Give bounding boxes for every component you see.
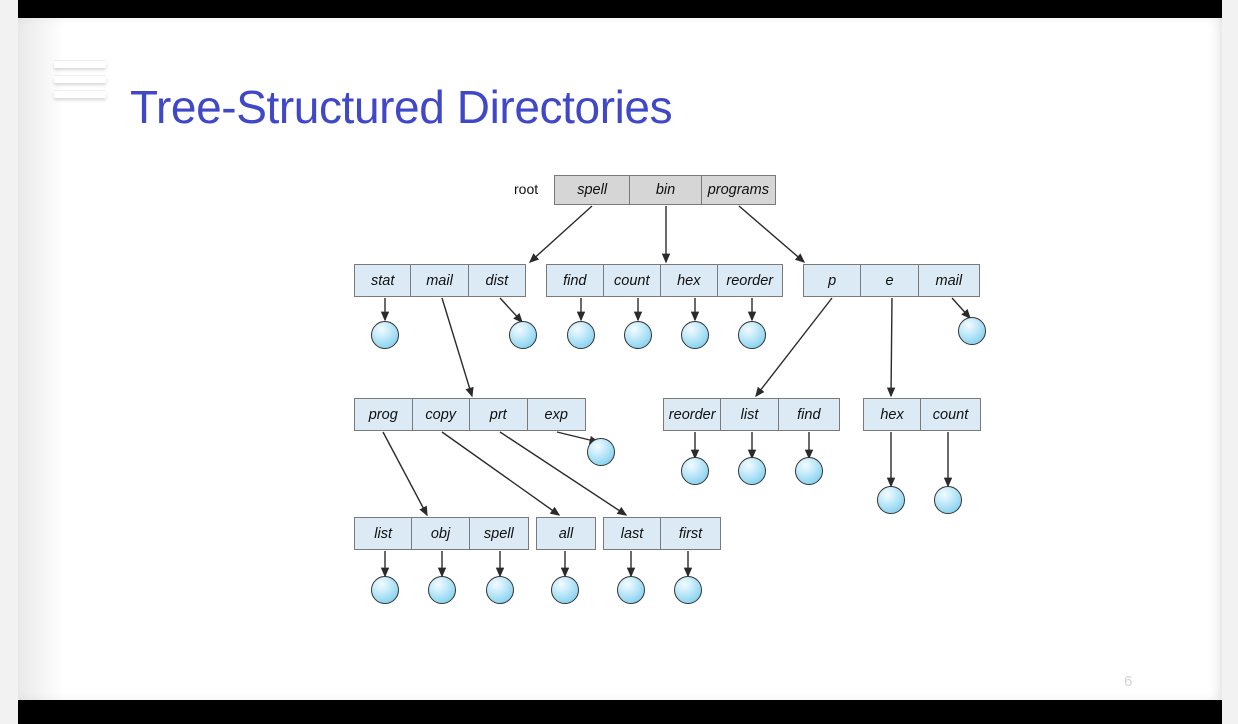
- page-number: 6: [1124, 673, 1133, 690]
- link-group: [380, 205, 971, 578]
- letterbox-bottom: [18, 700, 1222, 724]
- tree-edge: [499, 297, 523, 324]
- directory-cell-reorder[interactable]: reorder: [664, 399, 722, 430]
- directory-cell-p[interactable]: p: [804, 265, 862, 296]
- tree-edge: [886, 297, 896, 398]
- tree-edge: [738, 205, 806, 263]
- file-node: [509, 321, 537, 349]
- file-node: [624, 321, 652, 349]
- directory-cell-all[interactable]: all: [537, 518, 595, 549]
- directory-cell-prt[interactable]: prt: [470, 399, 528, 430]
- tree-edge: [441, 431, 561, 516]
- directory-cell-reorder[interactable]: reorder: [717, 265, 782, 296]
- directory-cell-exp[interactable]: exp: [527, 399, 585, 430]
- tree-edge: [528, 205, 593, 263]
- directory-cell-dist[interactable]: dist: [468, 265, 525, 296]
- hamburger-bar-1: [54, 61, 106, 68]
- directory-cell-count[interactable]: count: [921, 399, 980, 430]
- file-node: [371, 576, 399, 604]
- file-node: [371, 321, 399, 349]
- file-node: [486, 576, 514, 604]
- letterbox-top: [18, 0, 1222, 18]
- hamburger-icon[interactable]: [54, 61, 106, 105]
- tree-edge: [382, 431, 428, 517]
- directory-cell-mail[interactable]: mail: [411, 265, 469, 296]
- file-node: [681, 457, 709, 485]
- page-title: Tree-Structured Directories: [130, 81, 673, 133]
- directory-cell-find[interactable]: find: [778, 399, 839, 430]
- directory-cell-obj[interactable]: obj: [412, 518, 470, 549]
- file-node: [617, 576, 645, 604]
- file-node: [428, 576, 456, 604]
- file-node: [958, 317, 986, 345]
- directory-cell-find[interactable]: find: [547, 265, 604, 296]
- directory-cell-stat[interactable]: stat: [355, 265, 412, 296]
- hamburger-bar-2: [54, 76, 106, 83]
- tree-edge: [499, 431, 628, 516]
- directory-cell-list[interactable]: list: [355, 518, 413, 549]
- hamburger-bar-3: [54, 91, 106, 98]
- file-node: [934, 486, 962, 514]
- file-node: [738, 457, 766, 485]
- directory-cell-e[interactable]: e: [861, 265, 919, 296]
- directory-cell-bin[interactable]: bin: [630, 176, 702, 204]
- directory-cell-programs[interactable]: programs: [701, 176, 775, 204]
- tree-edge: [755, 297, 833, 398]
- diagram-links: [380, 205, 971, 578]
- tree-edge: [951, 297, 971, 320]
- file-node: [674, 576, 702, 604]
- file-node: [587, 438, 615, 466]
- directory-cell-count[interactable]: count: [603, 265, 662, 296]
- directory-cell-hex[interactable]: hex: [864, 399, 922, 430]
- directory-cell-prog[interactable]: prog: [355, 399, 413, 430]
- directory-row-row4-b: all: [536, 517, 596, 550]
- directory-cell-spell[interactable]: spell: [469, 518, 528, 549]
- tree-edge: [441, 297, 474, 398]
- file-node: [795, 457, 823, 485]
- file-node: [738, 321, 766, 349]
- file-node: [567, 321, 595, 349]
- directory-cell-spell[interactable]: spell: [555, 176, 631, 204]
- directory-cell-last[interactable]: last: [604, 518, 662, 549]
- directory-cell-list[interactable]: list: [721, 399, 779, 430]
- directory-cell-hex[interactable]: hex: [661, 265, 718, 296]
- root-label: root: [514, 181, 539, 197]
- directory-cell-copy[interactable]: copy: [412, 399, 470, 430]
- directory-cell-mail[interactable]: mail: [918, 265, 979, 296]
- directory-cell-first[interactable]: first: [661, 518, 720, 549]
- file-node: [681, 321, 709, 349]
- file-node: [877, 486, 905, 514]
- file-node: [551, 576, 579, 604]
